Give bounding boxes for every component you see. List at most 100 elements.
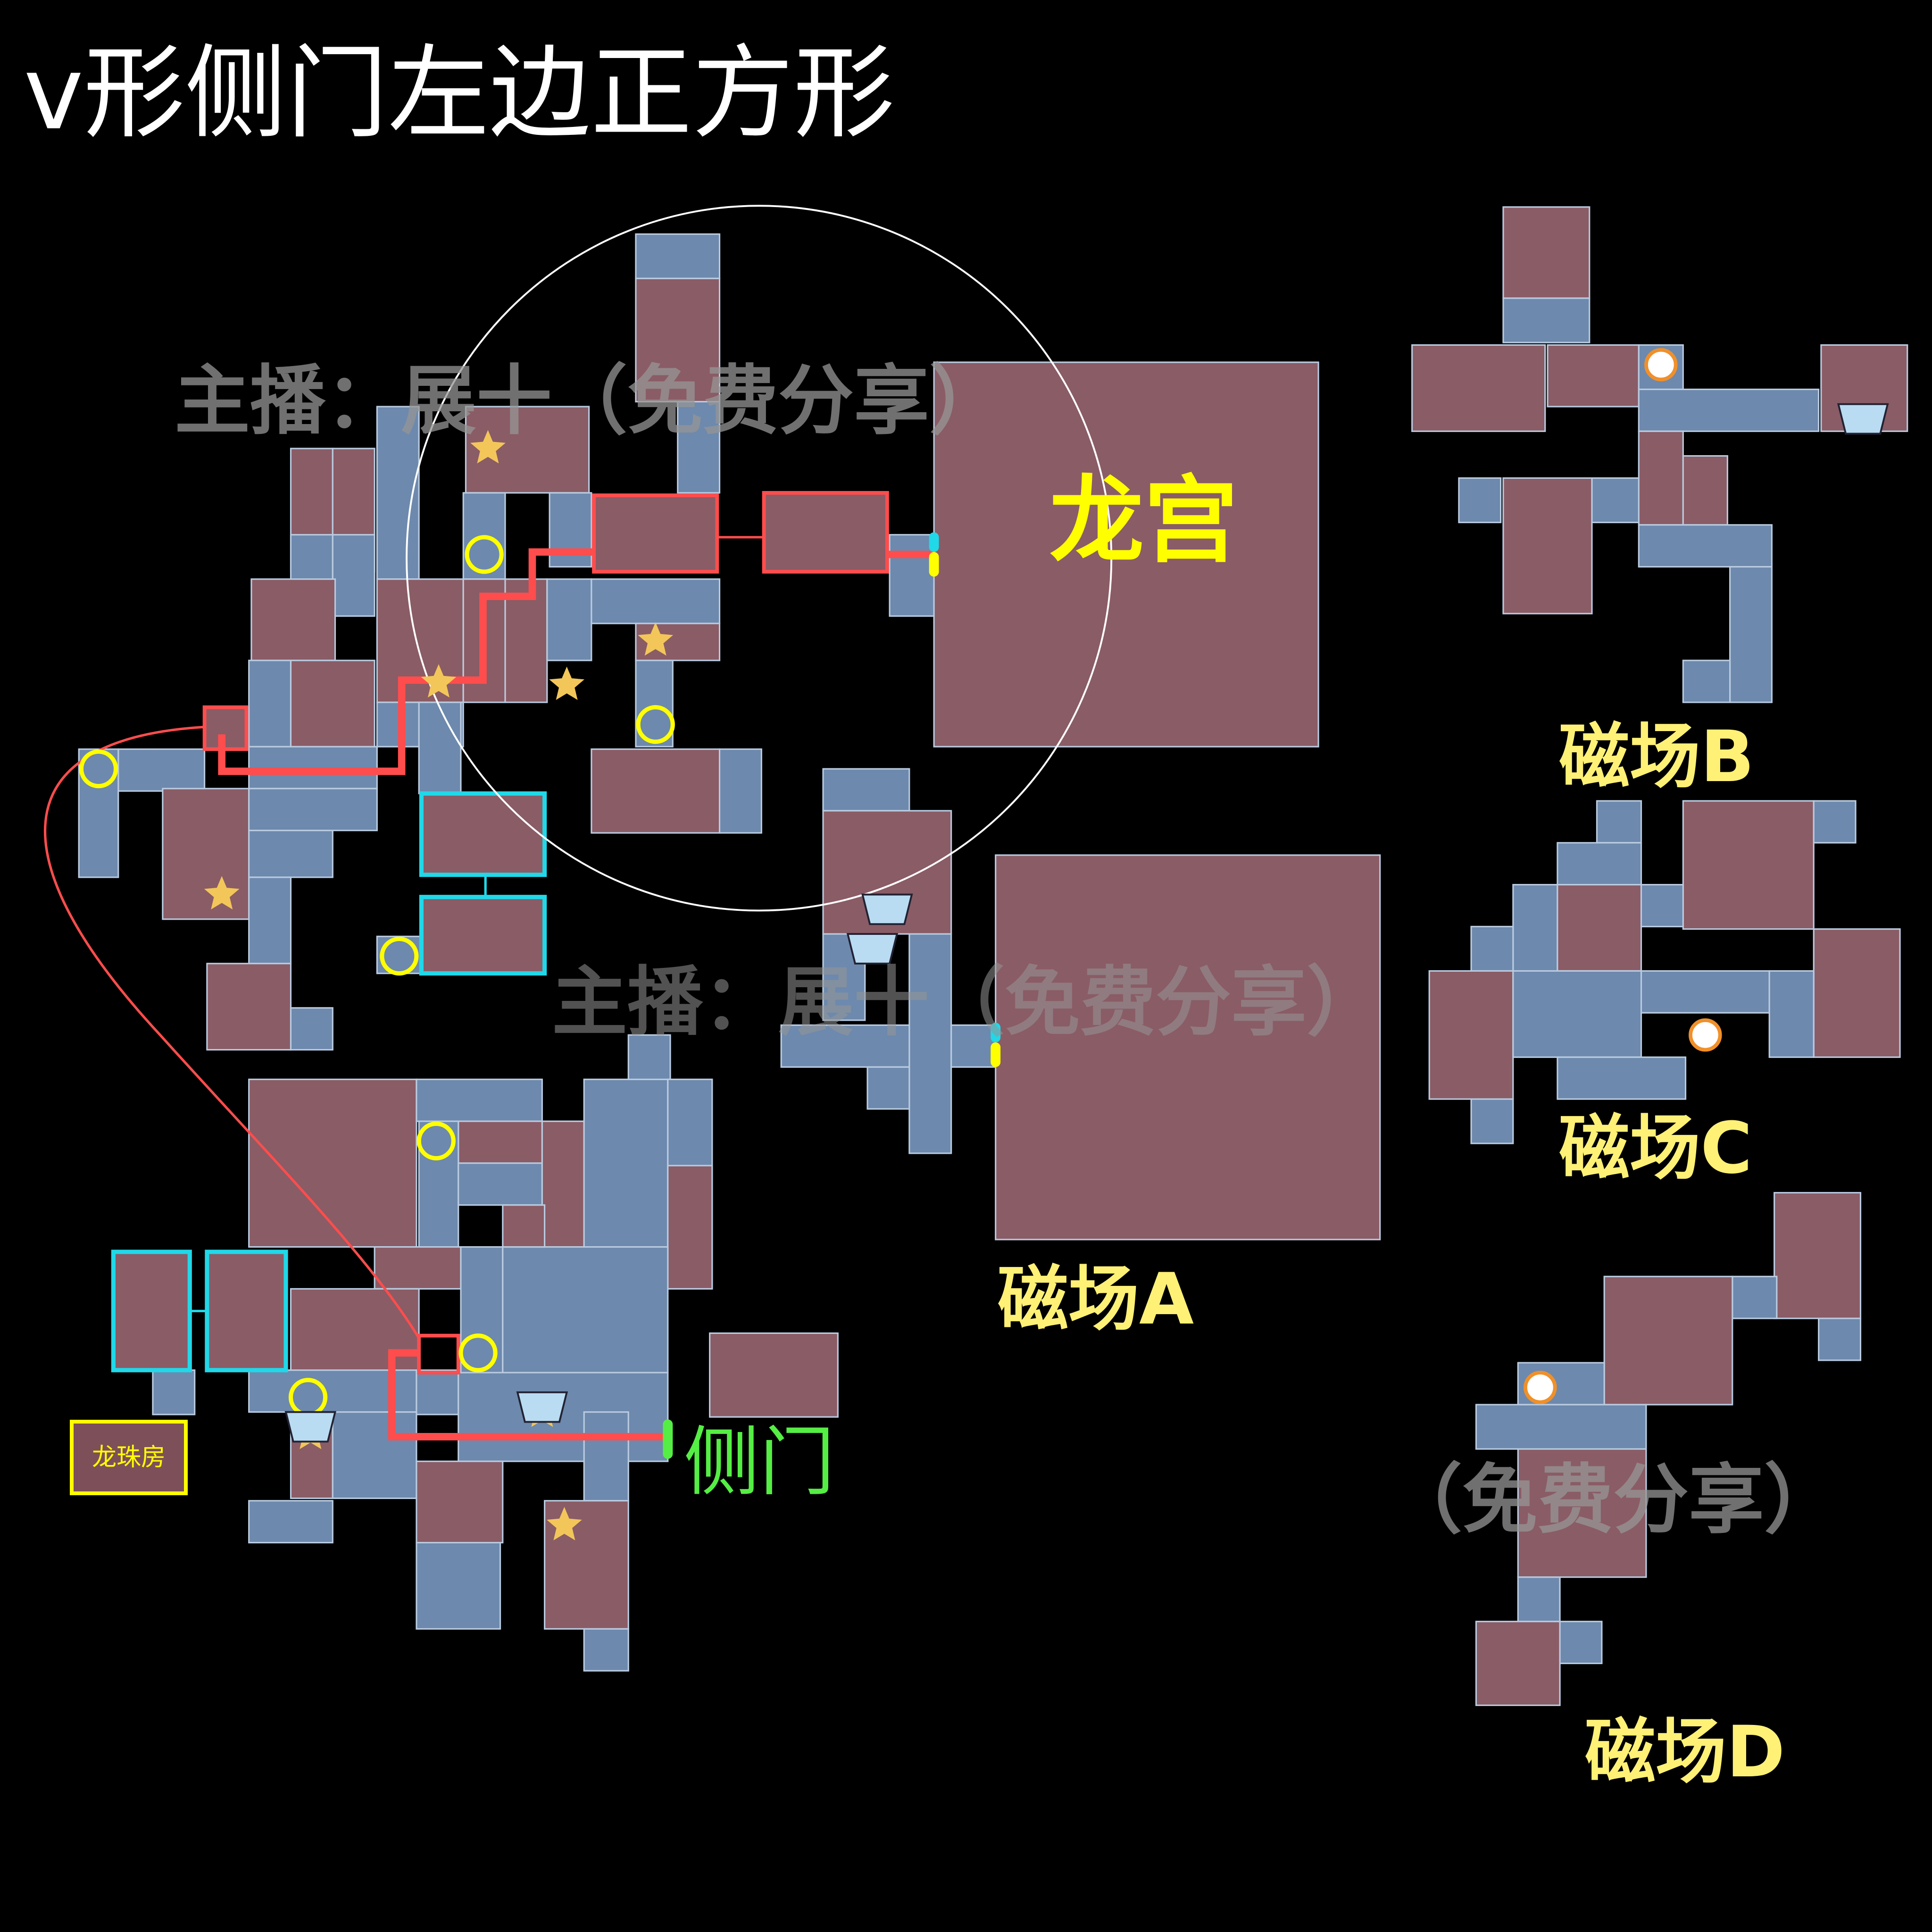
room [374, 1246, 462, 1290]
corridor [458, 1372, 669, 1462]
highlight-box-cyan [419, 791, 547, 877]
marker-circle[interactable] [465, 535, 504, 574]
highlight-box-cyan [419, 895, 547, 976]
boss-icon[interactable] [861, 893, 913, 925]
room [667, 1165, 713, 1290]
corridor [1502, 297, 1591, 343]
corridor [1638, 388, 1820, 432]
room [248, 1078, 417, 1248]
corridor [248, 830, 333, 878]
room [162, 788, 250, 920]
corridor [1470, 925, 1514, 972]
star-icon [204, 876, 240, 910]
boss-icon[interactable] [1837, 403, 1889, 435]
corridor [635, 233, 721, 279]
marker-orange[interactable] [1524, 1371, 1557, 1404]
corridor [1813, 800, 1857, 844]
room [709, 1332, 839, 1418]
room [420, 896, 546, 974]
label-dragon-pearl-room: 龙珠房 [92, 1443, 166, 1472]
area-circle [406, 205, 1113, 912]
corridor [117, 748, 206, 792]
corridor [416, 1369, 459, 1416]
room [1557, 884, 1642, 972]
corridor [1596, 800, 1642, 844]
room [290, 659, 375, 748]
gate-yellow[interactable] [929, 552, 939, 577]
star-icon [470, 430, 506, 464]
room [1502, 206, 1591, 299]
gate-yellow[interactable] [991, 1042, 1001, 1067]
corridor [1458, 477, 1502, 524]
route-path-upper [218, 548, 594, 775]
corridor [718, 748, 762, 834]
marker-orange[interactable] [1689, 1018, 1722, 1052]
corridor [248, 1500, 333, 1544]
route-highlight-box [762, 491, 889, 574]
room [591, 748, 721, 834]
corridor [416, 1078, 543, 1122]
corridor [591, 578, 721, 625]
room [1813, 928, 1901, 1058]
dragon-pearl-room[interactable]: 龙珠房 [70, 1420, 188, 1495]
room [1682, 800, 1815, 930]
corridor [950, 1024, 997, 1068]
marker-circle[interactable] [380, 936, 419, 976]
room [763, 492, 888, 573]
corridor [1768, 970, 1815, 1058]
label-dragon-palace: 龙宫 [1049, 466, 1239, 576]
corridor [1475, 1404, 1647, 1450]
map-title: v形侧门左边正方形 [24, 34, 895, 152]
corridor [152, 1369, 196, 1416]
gate-cyan[interactable] [991, 1023, 1001, 1042]
boss-icon[interactable] [846, 933, 899, 965]
star-icon [638, 622, 674, 656]
corridor [248, 876, 292, 965]
watermark-middle: 主播：展十（免费分享） [552, 958, 1382, 1046]
corridor [1729, 566, 1773, 703]
marker-circle[interactable] [636, 705, 675, 744]
room [204, 706, 250, 750]
gate-cyan[interactable] [929, 532, 939, 552]
corridor [1638, 524, 1773, 568]
corridor [332, 534, 375, 617]
corridor [1557, 842, 1642, 886]
room [1603, 1275, 1733, 1406]
corridor [908, 933, 952, 1154]
label-side-door: 侧门 [684, 1418, 835, 1506]
marker-orange[interactable] [1644, 348, 1678, 382]
marker-circle[interactable] [79, 749, 118, 789]
corridor [627, 1034, 671, 1080]
room [250, 578, 336, 661]
corridor [458, 1162, 543, 1206]
watermark-bottom-right: （免费分享） [1387, 1456, 1840, 1544]
room [112, 1251, 191, 1371]
corridor [780, 1024, 910, 1068]
corridor [416, 1541, 501, 1630]
boss-icon[interactable] [516, 1391, 568, 1423]
corridor [1557, 1056, 1687, 1100]
marker-circle[interactable] [458, 1333, 498, 1373]
corridor [583, 1411, 629, 1502]
room [933, 361, 1319, 748]
boss-icon[interactable] [284, 1411, 337, 1443]
corridor [248, 659, 292, 748]
label-field-c: 磁场C [1559, 1108, 1753, 1190]
room [635, 277, 721, 403]
corridor [502, 1246, 669, 1374]
marker-circle[interactable] [416, 1121, 456, 1161]
room [1475, 1621, 1561, 1706]
side-door-gate[interactable] [663, 1419, 673, 1459]
room [1682, 455, 1728, 526]
route-arc [44, 725, 420, 1339]
corridor [1470, 1098, 1514, 1144]
corridor [1559, 1621, 1603, 1665]
corridor [1591, 477, 1642, 524]
room [1547, 344, 1640, 408]
star-icon [421, 664, 457, 698]
room [206, 963, 292, 1051]
corridor [583, 1628, 629, 1672]
corridor [78, 748, 119, 878]
